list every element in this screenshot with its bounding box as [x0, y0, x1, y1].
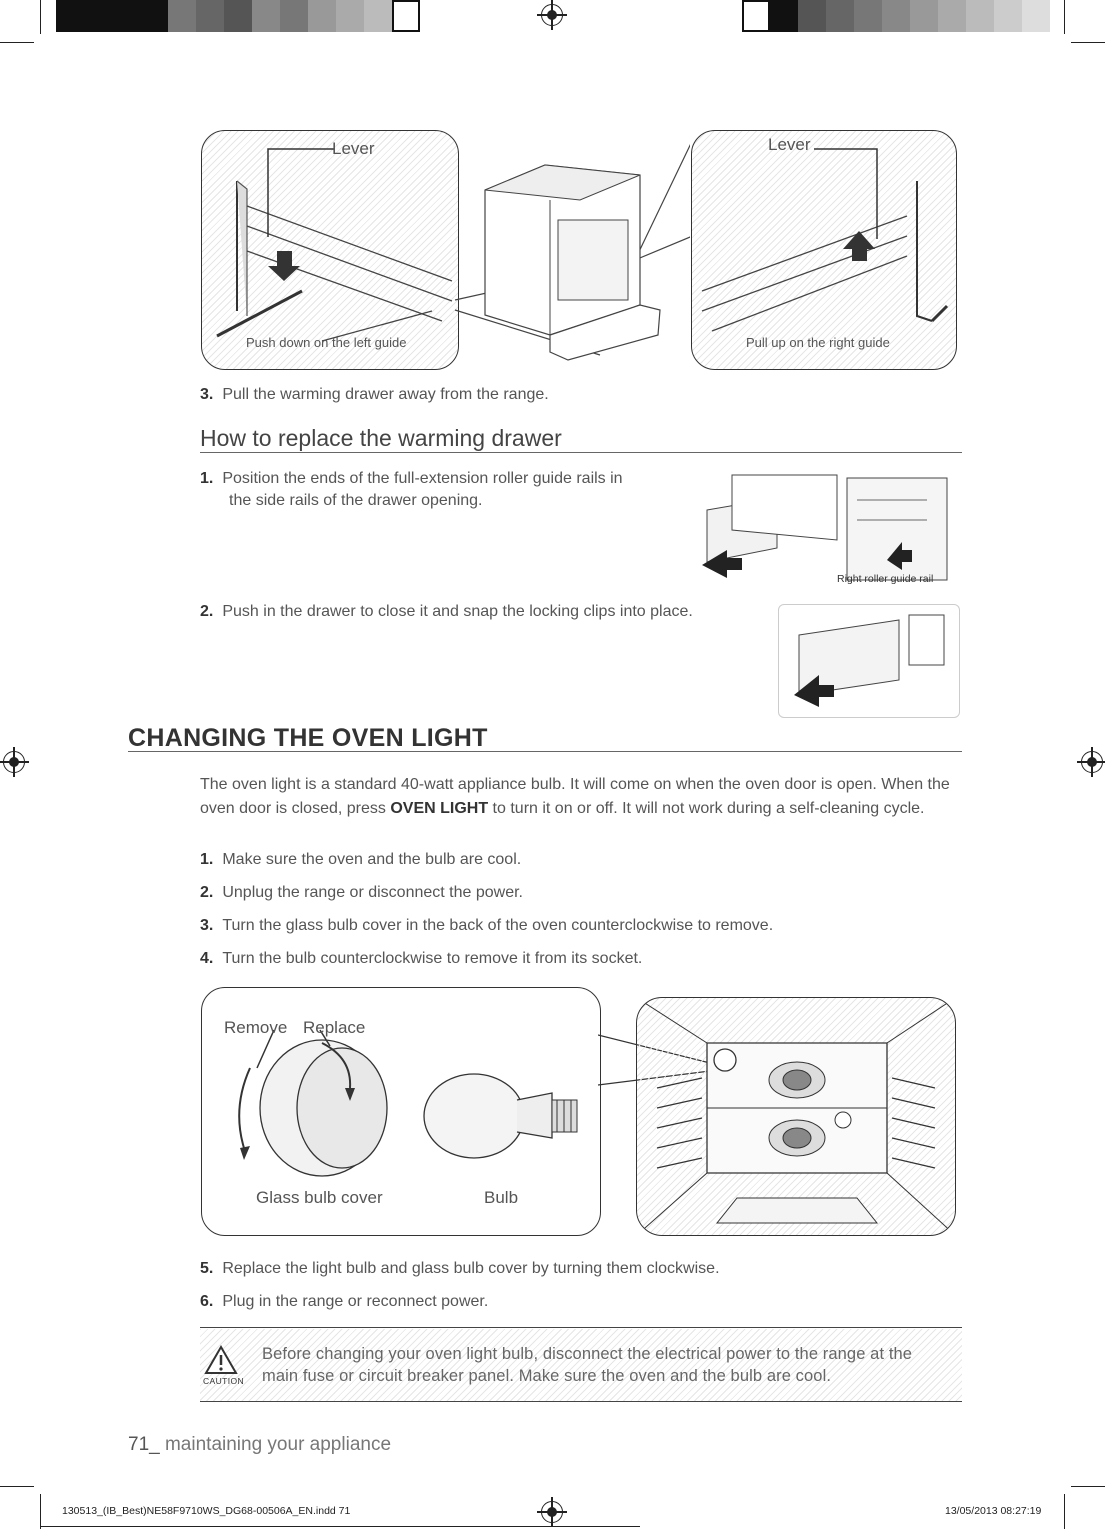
- replace-label: Replace: [303, 1018, 366, 1037]
- crop-mark: [1064, 1494, 1065, 1529]
- oven-light-intro: The oven light is a standard 40-watt app…: [200, 776, 950, 817]
- replace-step-2: 2.Push in the drawer to close it and sna…: [200, 603, 693, 620]
- left-guide-caption: Push down on the left guide: [246, 335, 407, 350]
- glass-bulb-cover-label: Glass bulb cover: [256, 1188, 383, 1207]
- crop-mark: [0, 42, 34, 43]
- crop-mark: [1071, 1486, 1105, 1487]
- crop-mark: [40, 1526, 640, 1527]
- right-guide-caption: Pull up on the right guide: [746, 335, 890, 350]
- caution-bottom-rule: [200, 1401, 962, 1402]
- crop-mark: [1064, 0, 1065, 34]
- color-bar-left: [56, 0, 420, 32]
- oven-light-heading: CHANGING THE OVEN LIGHT: [128, 724, 488, 752]
- caution-top-rule: [200, 1327, 962, 1328]
- caution-icon: [204, 1345, 238, 1374]
- replace-step-1-figure: Right roller guide rail: [697, 470, 959, 590]
- heading-rule: [200, 452, 962, 453]
- registration-target-icon: [1077, 747, 1105, 777]
- caution-line-1: Before changing your oven light bulb, di…: [262, 1345, 913, 1363]
- right-lever-label: Lever: [768, 135, 811, 154]
- left-guide-detail: Lever Push down on the left guide: [201, 130, 459, 370]
- remove-step-3: 3.Pull the warming drawer away from the …: [200, 386, 549, 403]
- replace-drawer-heading: How to replace the warming drawer: [200, 425, 562, 451]
- range-illustration: [454, 144, 690, 361]
- oven-light-step-4: 4.Turn the bulb counterclockwise to remo…: [200, 950, 643, 967]
- right-guide-detail: Lever Pull up on the right guide: [691, 130, 957, 370]
- caution-box: [200, 1329, 962, 1401]
- oven-light-step-5: 5.Replace the light bulb and glass bulb …: [200, 1260, 720, 1277]
- oven-light-step-6: 6.Plug in the range or reconnect power.: [200, 1293, 489, 1310]
- oven-interior-illustration: [636, 997, 956, 1236]
- bulb-replacement-figure: Remove Replace Glass bulb cover Bulb: [201, 987, 601, 1236]
- crop-mark: [1071, 42, 1105, 43]
- page-number: 71_: [128, 1434, 160, 1455]
- oven-light-key-name: OVEN LIGHT: [390, 799, 489, 817]
- crop-mark: [40, 1494, 41, 1529]
- oven-light-step-1: 1.Make sure the oven and the bulb are co…: [200, 851, 522, 868]
- heading-rule: [128, 751, 962, 752]
- left-lever-label: Lever: [332, 139, 375, 158]
- crop-mark: [0, 1486, 34, 1487]
- registration-target-icon: [0, 747, 29, 777]
- registration-target-icon: [537, 1497, 567, 1527]
- replace-step-2-figure: [778, 604, 960, 718]
- oven-light-step-3: 3.Turn the glass bulb cover in the back …: [200, 917, 774, 934]
- caution-line-2: main fuse or circuit breaker panel. Make…: [262, 1367, 832, 1385]
- registration-target-icon: [537, 0, 567, 30]
- caution-label: CAUTION: [203, 1376, 245, 1386]
- print-timestamp: 13/05/2013 08:27:19: [945, 1505, 1042, 1517]
- color-bar-right: [742, 0, 1050, 32]
- right-roller-guide-caption: Right roller guide rail: [837, 573, 934, 585]
- remove-label: Remove: [224, 1018, 288, 1037]
- bulb-label: Bulb: [484, 1188, 519, 1207]
- page-footer: 71_ maintaining your appliance: [128, 1434, 391, 1456]
- section-name: maintaining your appliance: [159, 1434, 392, 1455]
- crop-mark: [40, 0, 41, 34]
- oven-light-step-2: 2.Unplug the range or disconnect the pow…: [200, 884, 523, 901]
- replace-step-1: 1.Position the ends of the full-extensio…: [200, 470, 623, 509]
- file-slug: 130513_(IB_Best)NE58F9710WS_DG68-00506A_…: [62, 1505, 351, 1517]
